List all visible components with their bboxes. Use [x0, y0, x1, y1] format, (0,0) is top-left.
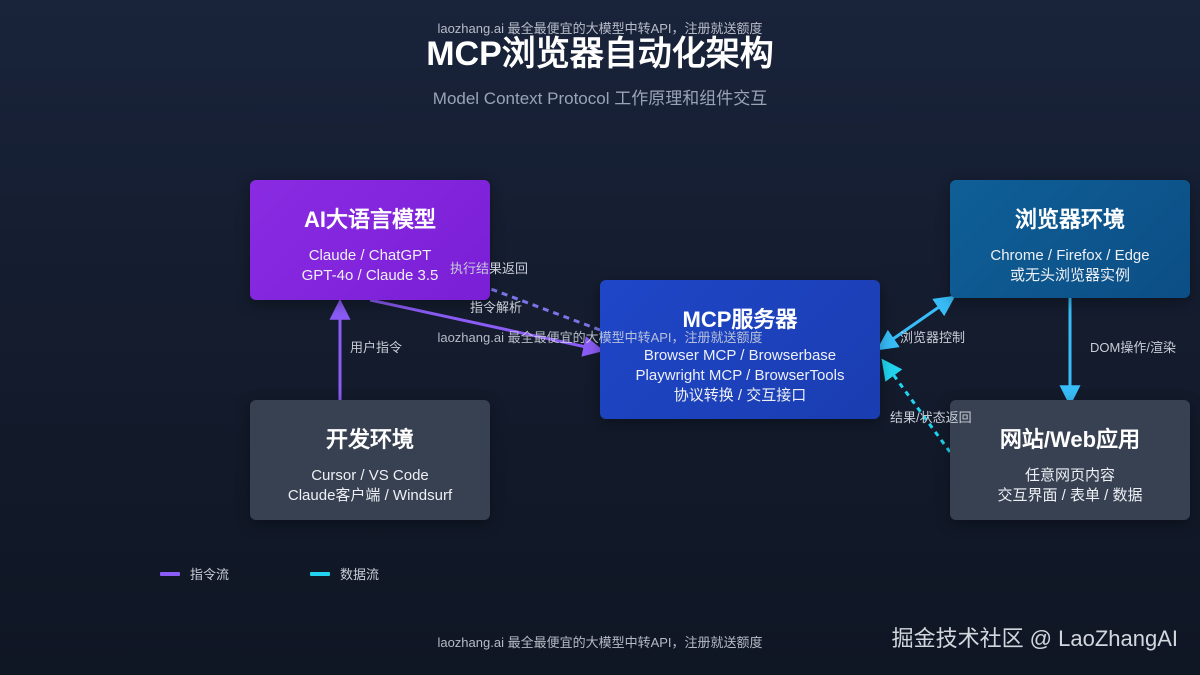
label-status-return: 结果/状态返回 — [890, 410, 972, 425]
edge-exec-return — [391, 249, 601, 332]
node-browser-line: 或无头浏览器实例 — [1009, 267, 1130, 284]
watermark-bottom: laozhang.ai 最全最便宜的大模型中转API，注册就送额度 — [437, 635, 763, 650]
node-web-title: 网站/Web应用 — [999, 427, 1141, 452]
node-llm-line: GPT-4o / Claude 3.5 — [301, 267, 439, 284]
edge-browser-control — [876, 295, 956, 351]
node-dev-line: Cursor / VS Code — [311, 467, 429, 484]
node-dev-line: Claude客户端 / Windsurf — [287, 487, 453, 504]
node-mcp-line: Playwright MCP / BrowserTools — [635, 367, 845, 384]
watermark-top: laozhang.ai 最全最便宜的大模型中转API，注册就送额度 — [437, 21, 763, 36]
edge-status-return — [881, 358, 952, 453]
node-ai-llm: AI大语言模型 Claude / ChatGPT GPT-4o / Claude… — [250, 180, 490, 300]
node-dev-title: 开发环境 — [325, 427, 414, 452]
node-web-line: 任意网页内容 — [1024, 467, 1115, 484]
legend-swatch-cyan — [310, 571, 330, 576]
legend-data-flow: 数据流 — [310, 564, 379, 583]
label-exec-return: 执行结果返回 — [450, 261, 529, 276]
watermark-middle: laozhang.ai 最全最便宜的大模型中转API，注册就送额度 — [437, 330, 763, 345]
node-browser-title: 浏览器环境 — [1014, 207, 1125, 232]
node-dev-env: 开发环境 Cursor / VS Code Claude客户端 / Windsu… — [250, 400, 490, 520]
label-dom-ops: DOM操作/渲染 — [1090, 340, 1176, 355]
node-web-line: 交互界面 / 表单 / 数据 — [997, 487, 1143, 504]
edge-command-parse — [369, 298, 605, 357]
page-subtitle: Model Context Protocol 工作原理和组件交互 — [432, 89, 768, 108]
label-user-command: 用户指令 — [350, 340, 403, 355]
brand-signature: 掘金技术社区 @ LaoZhangAI — [891, 626, 1178, 651]
legend-label: 指令流 — [190, 567, 230, 582]
node-browser-env: 浏览器环境 Chrome / Firefox / Edge 或无头浏览器实例 — [950, 180, 1190, 298]
node-mcp-line: 协议转换 / 交互接口 — [673, 387, 807, 404]
node-mcp-line: Browser MCP / Browserbase — [643, 347, 837, 364]
node-mcp-title: MCP服务器 — [682, 307, 798, 332]
label-command-parse: 指令解析 — [470, 300, 523, 315]
label-browser-control: 浏览器控制 — [900, 330, 966, 345]
node-llm-title: AI大语言模型 — [303, 207, 436, 232]
node-llm-line: Claude / ChatGPT — [308, 247, 432, 264]
legend-command-flow: 指令流 — [160, 564, 229, 583]
node-browser-line: Chrome / Firefox / Edge — [990, 247, 1150, 264]
node-mcp-server: MCP服务器 Browser MCP / Browserbase Playwri… — [600, 280, 880, 419]
page-title: MCP浏览器自动化架构 — [426, 35, 774, 73]
legend-swatch-purple — [160, 571, 180, 576]
legend-label: 数据流 — [340, 567, 380, 582]
node-website: 网站/Web应用 任意网页内容 交互界面 / 表单 / 数据 — [950, 400, 1190, 520]
